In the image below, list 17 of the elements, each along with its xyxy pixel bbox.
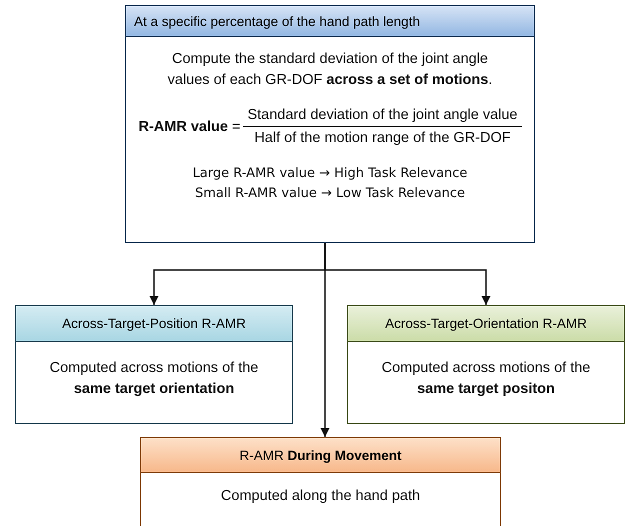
arrow xyxy=(320,243,330,437)
process-box xyxy=(140,437,501,526)
relevance-rule: Large R-AMR value → High Task Relevance xyxy=(192,165,468,183)
box-header: R-AMR During Movement xyxy=(141,438,500,473)
formula-label: R-AMR value = xyxy=(138,118,240,134)
description-text: Compute the standard deviation of the joint angle values of each GR-DOF across a set of motions. xyxy=(166,50,494,90)
description-text: Computed along the hand path xyxy=(220,487,422,506)
process-box xyxy=(125,5,535,243)
box-header: Across-Target-Position R-AMR xyxy=(16,306,292,342)
box-header: At a specific percentage of the hand path length xyxy=(126,6,534,37)
description-text: Computed across motions of the same target orientation xyxy=(48,359,260,399)
description-text: Computed across motions of the same target positon xyxy=(380,359,592,399)
process-box xyxy=(347,305,625,424)
fraction: Standard deviation of the joint angle value Half of the motion range of the GR-DOF xyxy=(243,107,522,146)
process-box xyxy=(15,305,293,424)
relevance-rule: Small R-AMR value → Low Task Relevance xyxy=(194,185,466,203)
box-header: Across-Target-Orientation R-AMR xyxy=(348,306,624,342)
